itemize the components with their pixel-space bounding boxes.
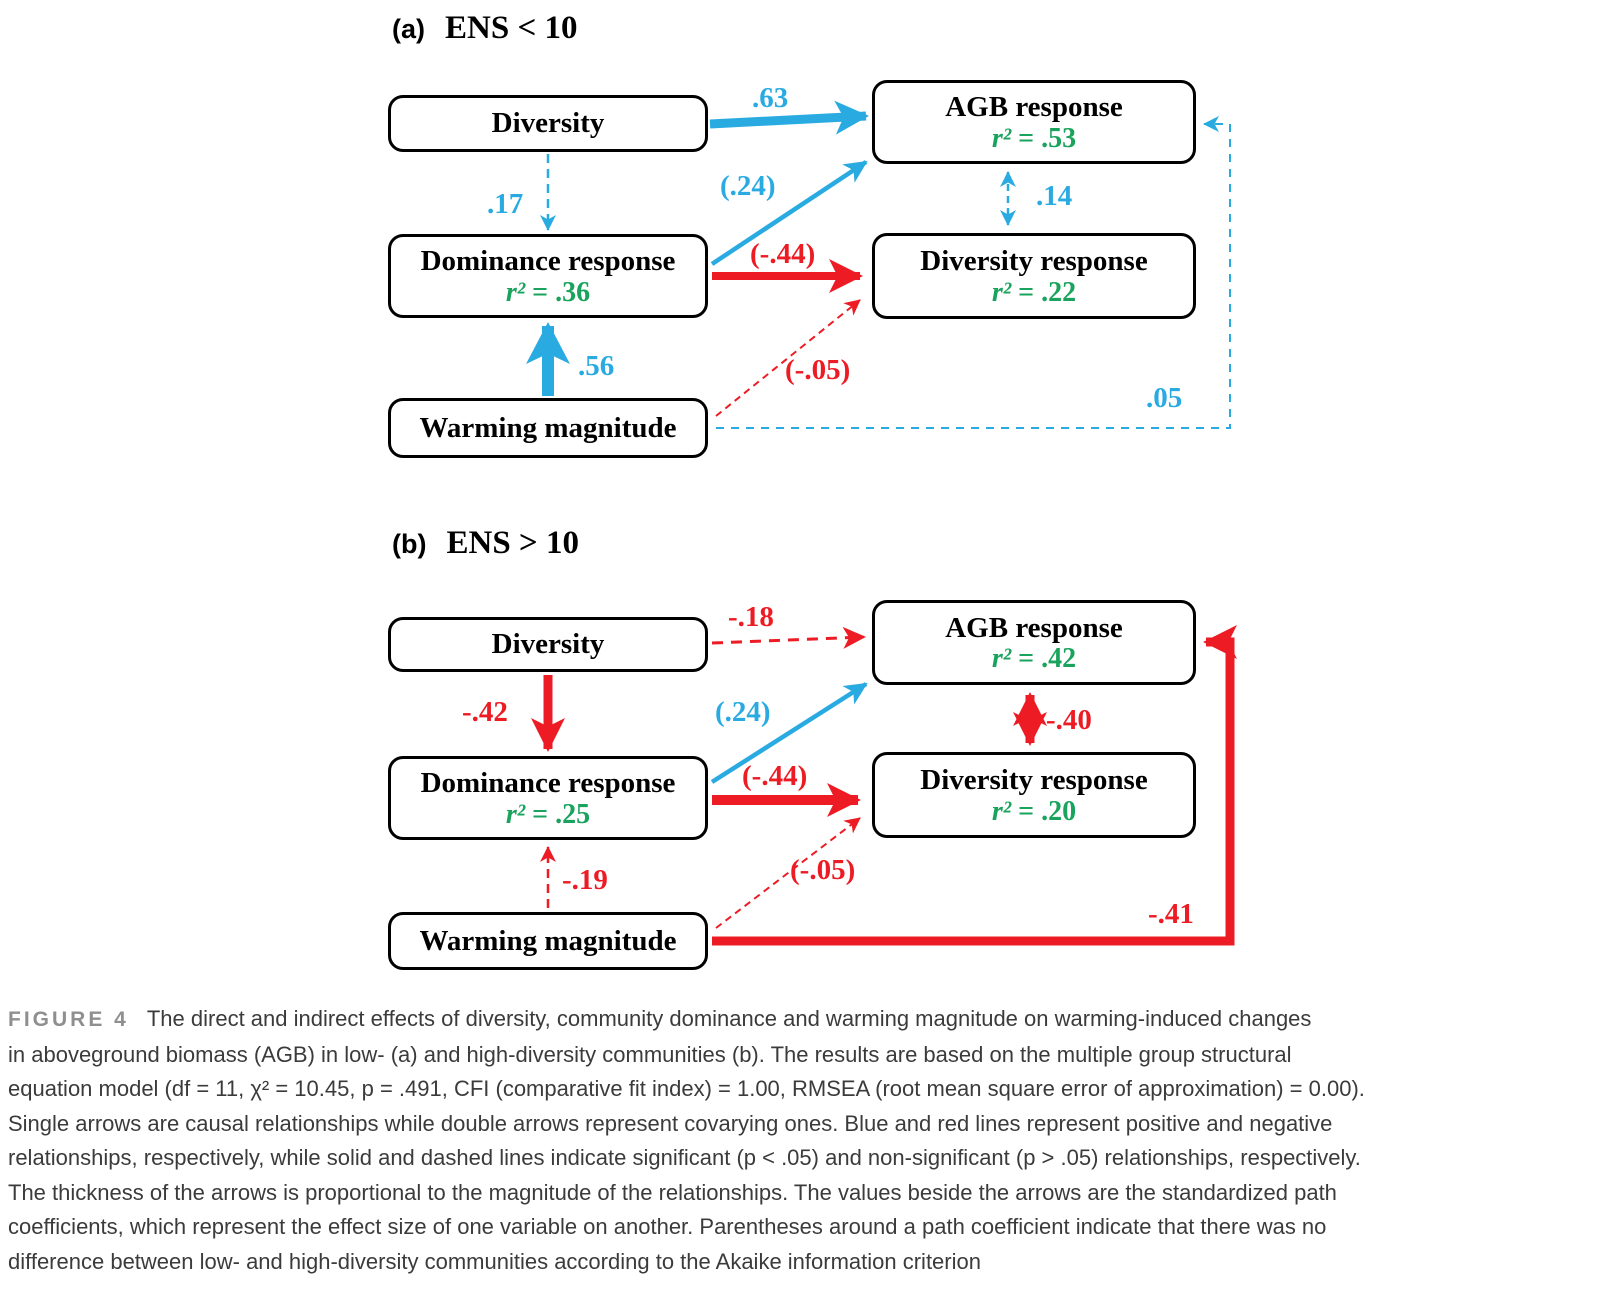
box-b-dominance-response: Dominance response r²= .25 — [388, 756, 708, 840]
r2-value: = .25 — [532, 798, 591, 830]
box-a-agb-response: AGB response r²= .53 — [872, 80, 1196, 164]
box-a-agb-r2: r²= .53 — [991, 122, 1077, 154]
coef-a-diversity-to-dominance: .17 — [487, 188, 524, 220]
caption-line: equation model (df = 11, χ² = 10.45, p =… — [8, 1076, 1365, 1101]
caption-line: coefficients, which represent the effect… — [8, 1214, 1327, 1239]
caption-line: FIGURE 4 The direct and indirect effects … — [8, 1002, 1604, 1038]
box-b-diversity-response: Diversity response r²= .20 — [872, 752, 1196, 838]
path-b-warming-to-diversity-response — [715, 817, 861, 929]
box-a-diversity-response: Diversity response r²= .22 — [872, 233, 1196, 319]
box-b-agb-label: AGB response — [945, 611, 1123, 644]
coef-b-diversity-to-agb: -.18 — [728, 601, 774, 633]
coef-b-warming-to-dominance: -.19 — [562, 864, 608, 896]
box-a-dominance-r2: r²= .36 — [505, 276, 591, 308]
coef-a-warming-to-diversity-response: (-.05) — [785, 354, 851, 386]
caption-text: The direct and indirect effects of diver… — [146, 1006, 1312, 1031]
coef-a-warming-to-agb: .05 — [1146, 382, 1183, 414]
r2-symbol: r² — [991, 276, 1012, 308]
panel-a-title-text: ENS < 10 — [445, 10, 578, 46]
box-b-diversity-response-label: Diversity response — [920, 764, 1148, 797]
coef-a-agb-cov-diversity-response: .14 — [1036, 180, 1073, 212]
box-a-diversity-response-r2: r²= .22 — [991, 276, 1077, 308]
coef-a-warming-to-dominance: .56 — [578, 350, 615, 382]
panel-b-title-text: ENS > 10 — [446, 525, 579, 561]
box-b-agb-response: AGB response r²= .42 — [872, 600, 1196, 685]
box-b-diversity-label: Diversity — [491, 628, 605, 661]
box-a-dominance-response: Dominance response r²= .36 — [388, 234, 708, 318]
path-b-dominance-to-agb — [710, 682, 868, 784]
box-b-dominance-label: Dominance response — [420, 767, 676, 800]
box-b-dominance-r2: r²= .25 — [505, 798, 591, 830]
caption-line: in aboveground biomass (AGB) in low- (a)… — [8, 1041, 1292, 1067]
panel-a-title: (a) ENS < 10 — [392, 10, 578, 47]
caption-line: Single arrows are causal relationships w… — [8, 1110, 1333, 1136]
caption-line: relationships, respectively, while solid… — [8, 1145, 1361, 1170]
figure-caption: FIGURE 4 The direct and indirect effects … — [8, 1002, 1604, 1279]
box-b-diversity: Diversity — [388, 617, 708, 672]
path-a-warming-to-diversity-response — [715, 299, 861, 417]
r2-value: = .36 — [532, 276, 591, 308]
path-a-dominance-to-agb — [710, 160, 868, 266]
r2-value: = .53 — [1018, 122, 1077, 154]
panel-a-tag: (a) — [392, 14, 425, 44]
r2-value: = .22 — [1018, 276, 1077, 308]
r2-value: = .20 — [1018, 795, 1077, 827]
panel-b-title: (b) ENS > 10 — [392, 525, 579, 562]
box-a-diversity-label: Diversity — [491, 107, 605, 140]
box-b-agb-r2: r²= .42 — [992, 644, 1076, 673]
coef-a-dominance-to-diversity-response: (-.44) — [750, 238, 816, 270]
r2-symbol: r² — [991, 643, 1012, 675]
box-a-diversity: Diversity — [388, 95, 708, 152]
box-b-warming-magnitude: Warming magnitude — [388, 912, 708, 970]
coef-b-diversity-to-dominance: -.42 — [462, 696, 508, 728]
box-b-diversity-response-r2: r²= .20 — [991, 795, 1077, 827]
coef-b-warming-to-agb: -.41 — [1148, 898, 1194, 930]
r2-value: = .42 — [1018, 643, 1077, 675]
box-a-agb-label: AGB response — [945, 91, 1123, 124]
box-a-warming-magnitude: Warming magnitude — [388, 398, 708, 458]
r2-symbol: r² — [991, 795, 1012, 827]
coef-b-warming-to-diversity-response: (-.05) — [790, 854, 856, 886]
caption-line: difference between low- and high-diversi… — [8, 1248, 981, 1274]
box-a-dominance-label: Dominance response — [420, 245, 676, 278]
coef-b-dominance-to-diversity-response: (-.44) — [742, 760, 808, 792]
r2-symbol: r² — [991, 122, 1012, 154]
panel-b-tag: (b) — [392, 529, 427, 559]
path-a-diversity-to-agb — [709, 100, 869, 135]
coef-b-agb-cov-diversity-response: -.40 — [1046, 704, 1092, 736]
coef-a-diversity-to-agb: .63 — [752, 82, 789, 114]
box-a-warming-label: Warming magnitude — [419, 411, 677, 444]
coef-a-dominance-to-agb: (.24) — [720, 170, 776, 202]
r2-symbol: r² — [505, 276, 526, 308]
coef-b-dominance-to-agb: (.24) — [715, 696, 771, 728]
box-a-diversity-response-label: Diversity response — [920, 245, 1148, 278]
caption-tag: FIGURE 4 — [8, 1008, 129, 1031]
path-b-warming-to-agb — [712, 625, 1237, 946]
path-a-warming-to-agb — [716, 116, 1231, 429]
path-b-diversity-to-agb — [711, 626, 866, 649]
box-b-warming-label: Warming magnitude — [419, 924, 677, 957]
caption-line: The thickness of the arrows is proportio… — [8, 1179, 1337, 1205]
r2-symbol: r² — [505, 798, 526, 830]
